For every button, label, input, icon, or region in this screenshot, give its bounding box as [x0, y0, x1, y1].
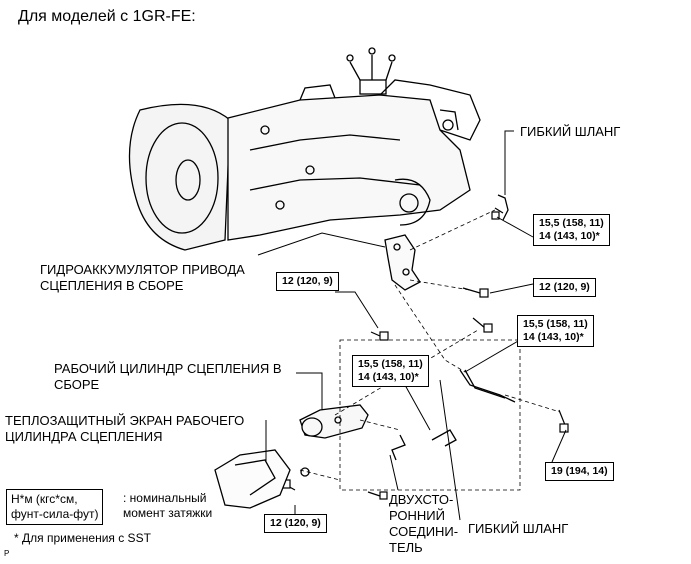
leader-lines	[257, 130, 567, 521]
torque-box-pipe-left: 15,5 (158, 11) 14 (143, 10)*	[352, 355, 429, 387]
accumulator-label: ГИДРОАККУМУЛЯТОР ПРИВОДА СЦЕПЛЕНИЯ В СБО…	[40, 262, 245, 294]
torque-box-flex-hose-upper: 15,5 (158, 11) 14 (143, 10)*	[533, 214, 610, 246]
torque-value: 15,5 (158, 11)	[523, 318, 588, 330]
corner-mark: P	[4, 549, 10, 558]
two-way-union-label-line4: ТЕЛЬ	[389, 540, 423, 555]
flex-hose-label-bottom: ГИБКИЙ ШЛАНГ	[468, 521, 569, 536]
hoses-and-pipes	[391, 194, 516, 461]
heat-shield-label: ТЕПЛОЗАЩИТНЫЙ ЭКРАН РАБОЧЕГО ЦИЛИНДРА СЦ…	[5, 413, 244, 445]
slave-cylinder-label-line2: СБОРЕ	[54, 377, 100, 392]
torque-unit-description: : номинальный момент затяжки	[123, 491, 212, 521]
torque-unit-line1: Н*м (кгс*см,	[11, 492, 78, 506]
torque-value-sst: 14 (143, 10)*	[523, 331, 584, 343]
torque-unit-legend-box: Н*м (кгс*см, фунт-сила-фут)	[6, 489, 104, 525]
torque-box-accumulator-bolt: 12 (120, 9)	[533, 278, 596, 297]
slave-cylinder-label-line1: РАБОЧИЙ ЦИЛИНДР СЦЕПЛЕНИЯ В	[54, 361, 282, 376]
torque-box-heat-shield-bolt: 12 (120, 9)	[264, 514, 327, 533]
torque-unit-line2: фунт-сила-фут)	[11, 507, 99, 521]
accumulator-label-line2: СЦЕПЛЕНИЯ В СБОРЕ	[40, 278, 184, 293]
torque-value: 12 (120, 9)	[270, 517, 321, 529]
heat-shield-label-line1: ТЕПЛОЗАЩИТНЫЙ ЭКРАН РАБОЧЕГО	[5, 413, 245, 428]
slave-cylinder-label: РАБОЧИЙ ЦИЛИНДР СЦЕПЛЕНИЯ В СБОРЕ	[54, 361, 282, 393]
slave-cylinder-heat-shield	[214, 449, 310, 509]
accumulator-label-line1: ГИДРОАККУМУЛЯТОР ПРИВОДА	[40, 262, 245, 277]
torque-desc-line2: момент затяжки	[123, 506, 213, 520]
flex-hose-label-top: ГИБКИЙ ШЛАНГ	[520, 124, 621, 139]
alignment-lines	[299, 209, 561, 491]
torque-value: 12 (120, 9)	[282, 275, 333, 287]
torque-value: 19 (194, 14)	[551, 465, 608, 477]
clutch-slave-cylinder	[299, 404, 369, 439]
clutch-accumulator	[384, 234, 421, 291]
page-title: Для моделей с 1GR-FE:	[18, 8, 196, 25]
heat-shield-label-line2: ЦИЛИНДРА СЦЕПЛЕНИЯ	[5, 429, 163, 444]
torque-value-sst: 14 (143, 10)*	[539, 230, 600, 242]
torque-box-bracket-bolt: 19 (194, 14)	[545, 462, 614, 481]
torque-value-sst: 14 (143, 10)*	[358, 371, 419, 383]
torque-desc-line1: : номинальный	[123, 491, 207, 505]
torque-value: 15,5 (158, 11)	[539, 217, 604, 229]
bolts	[281, 207, 569, 500]
torque-value: 12 (120, 9)	[539, 281, 590, 293]
sst-note: * Для применения с SST	[14, 531, 151, 545]
torque-value: 15,5 (158, 11)	[358, 358, 423, 370]
two-way-union-label-line2: РОННИЙ	[389, 508, 445, 523]
two-way-union-label: ДВУХСТО- РОННИЙ СОЕДИНИ- ТЕЛЬ	[389, 492, 458, 556]
two-way-union-label-line1: ДВУХСТО-	[389, 492, 454, 507]
torque-box-slave-bolt-upper: 12 (120, 9)	[276, 272, 339, 291]
transmission-assembly	[128, 47, 481, 251]
two-way-union-label-line3: СОЕДИНИ-	[389, 524, 459, 539]
torque-box-pipe-right: 15,5 (158, 11) 14 (143, 10)*	[517, 315, 594, 347]
